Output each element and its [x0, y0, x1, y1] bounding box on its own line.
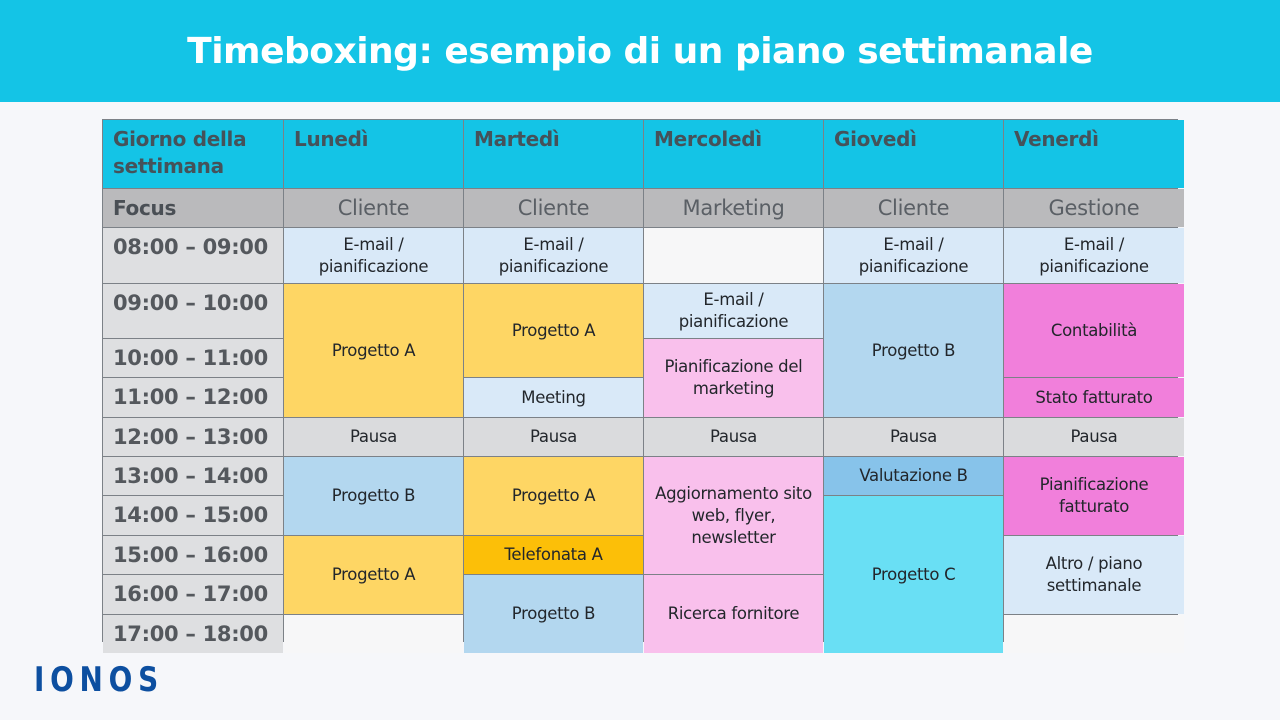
timebox-table: Giorno della settimana Lunedì Martedì Me… — [102, 119, 1184, 653]
block-website-update: Aggiornamento sito web, flyer, newslette… — [644, 457, 823, 574]
block-email: E-mail / pianificazione — [644, 284, 823, 338]
block-marketing-planning: Pianificazione del marketing — [644, 339, 823, 417]
block-email: E-mail / pianificazione — [464, 228, 643, 283]
block-progetto-c: Progetto C — [824, 496, 1003, 653]
header-day-monday: Lunedì — [284, 120, 463, 188]
block-pausa: Pausa — [1004, 418, 1184, 456]
block-progetto-a: Progetto A — [464, 284, 643, 377]
block-progetto-a: Progetto A — [284, 536, 463, 614]
block-empty — [644, 228, 823, 283]
block-email: E-mail / pianificazione — [1004, 228, 1184, 283]
header-day-wednesday: Mercoledì — [644, 120, 823, 188]
time-slot: 11:00 – 12:00 — [103, 378, 283, 417]
block-empty — [1004, 615, 1184, 653]
time-slot: 15:00 – 16:00 — [103, 536, 283, 574]
time-slot: 16:00 – 17:00 — [103, 575, 283, 614]
block-email: E-mail / pianificazione — [284, 228, 463, 283]
block-stato-fatturato: Stato fatturato — [1004, 378, 1184, 417]
block-progetto-b: Progetto B — [824, 284, 1003, 417]
block-progetto-a: Progetto A — [284, 284, 463, 417]
block-pausa: Pausa — [464, 418, 643, 456]
block-pausa: Pausa — [644, 418, 823, 456]
block-email: E-mail / pianificazione — [824, 228, 1003, 283]
focus-friday: Gestione — [1004, 189, 1184, 227]
block-supplier-research: Ricerca fornitore — [644, 575, 823, 653]
block-progetto-b: Progetto B — [464, 575, 643, 653]
header-corner: Giorno della settimana — [103, 120, 283, 188]
title-banner: Timeboxing: esempio di un piano settiman… — [0, 0, 1280, 102]
time-slot: 14:00 – 15:00 — [103, 496, 283, 535]
block-progetto-b: Progetto B — [284, 457, 463, 535]
time-slot: 13:00 – 14:00 — [103, 457, 283, 495]
time-slot: 09:00 – 10:00 — [103, 284, 283, 338]
header-day-friday: Venerdì — [1004, 120, 1184, 188]
block-altro: Altro / piano settimanale — [1004, 536, 1184, 614]
block-pausa: Pausa — [284, 418, 463, 456]
block-telefonata-a: Telefonata A — [464, 536, 643, 574]
focus-label: Focus — [103, 189, 283, 227]
focus-thursday: Cliente — [824, 189, 1003, 227]
block-progetto-a: Progetto A — [464, 457, 643, 535]
focus-wednesday: Marketing — [644, 189, 823, 227]
page-title: Timeboxing: esempio di un piano settiman… — [187, 30, 1093, 72]
ionos-logo: IONOS — [34, 660, 164, 700]
block-empty — [284, 615, 463, 653]
time-slot: 17:00 – 18:00 — [103, 615, 283, 653]
time-slot: 12:00 – 13:00 — [103, 418, 283, 456]
header-day-tuesday: Martedì — [464, 120, 643, 188]
focus-tuesday: Cliente — [464, 189, 643, 227]
block-pianificazione-fatturato: Pianificazione fatturato — [1004, 457, 1184, 535]
block-contabilita: Contabilità — [1004, 284, 1184, 377]
focus-monday: Cliente — [284, 189, 463, 227]
time-slot: 10:00 – 11:00 — [103, 339, 283, 377]
block-pausa: Pausa — [824, 418, 1003, 456]
header-day-thursday: Giovedì — [824, 120, 1003, 188]
block-meeting: Meeting — [464, 378, 643, 417]
block-valutazione-b: Valutazione B — [824, 457, 1003, 495]
time-slot: 08:00 – 09:00 — [103, 228, 283, 283]
